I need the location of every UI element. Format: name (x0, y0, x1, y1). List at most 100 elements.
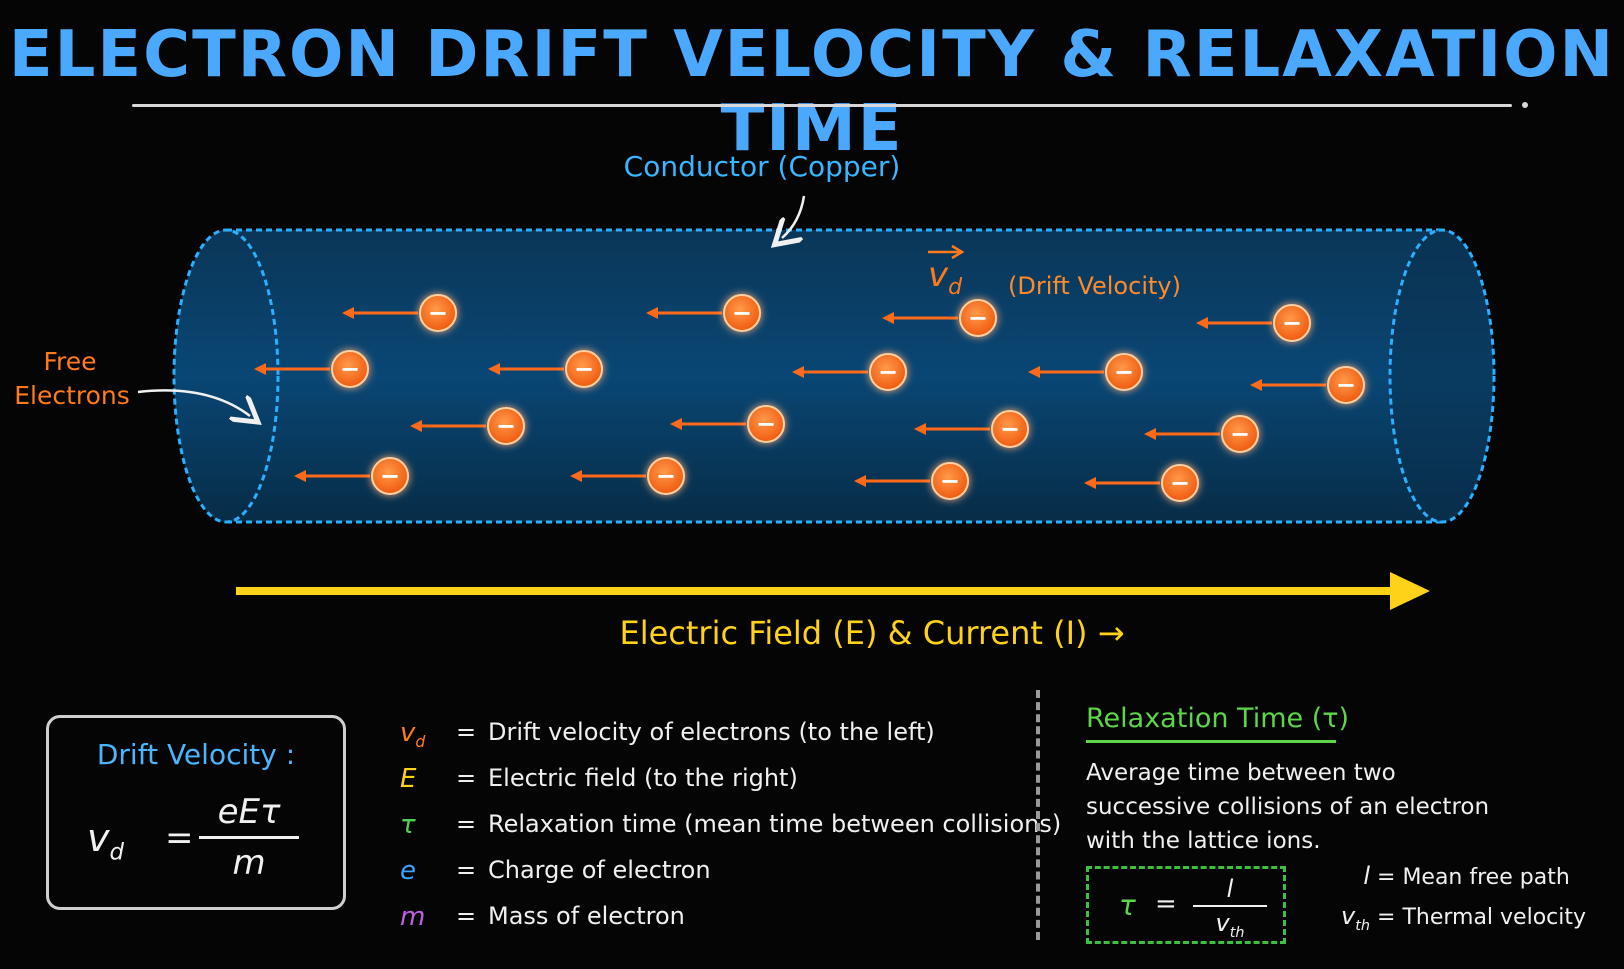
legend-row: e = Charge of electron (400, 850, 1020, 896)
electron-charge-sign: − (656, 462, 676, 490)
drift-arrow-head (342, 307, 354, 319)
legend-description: Drift velocity of electrons (to the left… (488, 718, 935, 746)
drift-velocity-formula-box: Drift Velocity : vd = eEτ m (46, 715, 346, 910)
electron-particle (747, 405, 785, 443)
drift-arrow-head (254, 363, 266, 375)
electron: − (792, 353, 907, 391)
drift-arrow-head (570, 470, 582, 482)
electric-field-label: Electric Field (E) & Current (I) → (619, 614, 1124, 652)
relaxation-formula-numerator: l (1193, 875, 1267, 907)
definition-equals: = (1377, 865, 1396, 890)
drift-arrow-head (882, 312, 894, 324)
electron-charge-sign: − (1336, 371, 1356, 399)
relaxation-definitions: l = Mean free path vth = Thermal velocit… (1326, 862, 1586, 942)
symbol-legend: vd = Drift velocity of electrons (to the… (400, 712, 1061, 942)
electron-particle (487, 407, 525, 445)
electron: − (854, 462, 969, 500)
electron-charge-sign: − (878, 358, 898, 386)
electron-particle (647, 457, 685, 495)
electron: − (570, 457, 685, 495)
electron: − (410, 407, 525, 445)
title-underline-dot (1522, 102, 1528, 108)
formula-fraction: eEτ m (199, 792, 299, 883)
legend-symbol: m (400, 902, 426, 932)
legend-equals: = (456, 764, 477, 792)
drift-symbol: vd (928, 255, 963, 300)
legend-symbol: vd (400, 718, 426, 752)
electron-particle (723, 294, 761, 332)
electron-particle (1221, 415, 1259, 453)
electron-particle (331, 350, 369, 388)
electron: − (1028, 353, 1143, 391)
drift-velocity-annotation: vd (Drift Velocity) (928, 244, 1181, 300)
electron-charge-sign: − (732, 299, 752, 327)
legend-equals: = (456, 902, 477, 930)
drift-arrow-head (1250, 379, 1262, 391)
relaxation-time-title: Relaxation Time (τ) (1086, 703, 1350, 734)
electron-charge-sign: − (428, 299, 448, 327)
electron: − (670, 405, 785, 443)
drift-velocity-label: (Drift Velocity) (1008, 272, 1181, 300)
drift-arrow-head (854, 475, 866, 487)
legend-row: τ = Relaxation time (mean time between c… (400, 804, 1061, 850)
title-underline (132, 104, 1512, 107)
drift-arrow-head (1144, 428, 1156, 440)
drift-arrow-head (294, 470, 306, 482)
legend-row: m = Mass of electron (400, 896, 1020, 942)
legend-description: Charge of electron (488, 856, 711, 884)
legend-symbol: τ (400, 810, 416, 840)
relaxation-formula-fraction: l vth (1193, 875, 1267, 941)
definition-symbol: vth (1341, 902, 1370, 934)
electron: − (1250, 366, 1365, 404)
conductor-label: Conductor (Copper) (624, 150, 901, 183)
section-divider (1036, 690, 1040, 940)
electron-particle (1273, 304, 1311, 342)
electron-particle (869, 353, 907, 391)
electron-particle (931, 462, 969, 500)
drift-arrow-head (1084, 477, 1096, 489)
formula-numerator: eEτ (199, 792, 299, 839)
electron-particle (991, 410, 1029, 448)
electron: − (1196, 304, 1311, 342)
legend-equals: = (456, 810, 477, 838)
formula-denominator: m (232, 843, 266, 883)
electron: − (914, 410, 1029, 448)
legend-row: vd = Drift velocity of electrons (to the… (400, 712, 1020, 758)
formula-equals: = (165, 818, 194, 858)
electron-particle (1161, 464, 1199, 502)
relaxation-formula-lhs: τ (1119, 889, 1136, 922)
legend-description: Electric field (to the right) (488, 764, 798, 792)
definition-equals: = (1377, 905, 1396, 930)
electron: − (1144, 415, 1259, 453)
electron: − (294, 457, 409, 495)
definition-symbol: l (1363, 862, 1370, 890)
electron: − (342, 294, 457, 332)
relaxation-title-underline (1086, 740, 1336, 743)
definition-row: l = Mean free path (1326, 862, 1586, 902)
electron-charge-sign: − (940, 467, 960, 495)
drift-arrow-head (670, 418, 682, 430)
electron-charge-sign: − (1230, 420, 1250, 448)
legend-symbol: E (400, 764, 417, 794)
drift-arrow-head (488, 363, 500, 375)
definition-description: Thermal velocity (1402, 905, 1587, 930)
electron-charge-sign: − (968, 304, 988, 332)
relaxation-formula-box: τ = l vth (1086, 866, 1286, 944)
electron-particle (1327, 366, 1365, 404)
drift-arrow-head (1028, 366, 1040, 378)
definition-description: Mean free path (1402, 865, 1570, 890)
free-electrons-label-line1: Free (43, 347, 96, 376)
electron-particle (371, 457, 409, 495)
electric-field-arrow (236, 572, 1430, 610)
electron-charge-sign: − (1282, 309, 1302, 337)
free-electrons-label-line2: Electrons (14, 381, 130, 410)
electron-charge-sign: − (340, 355, 360, 383)
conductor-tube (172, 228, 1496, 524)
electron-particle (419, 294, 457, 332)
electron-particle (1105, 353, 1143, 391)
free-electrons-pointer-arrow (137, 389, 250, 416)
legend-description: Relaxation time (mean time between colli… (488, 810, 1062, 838)
relaxation-time-description: Average time between two successive coll… (1086, 760, 1490, 854)
electron-charge-sign: − (756, 410, 776, 438)
drift-arrow-head (914, 423, 926, 435)
